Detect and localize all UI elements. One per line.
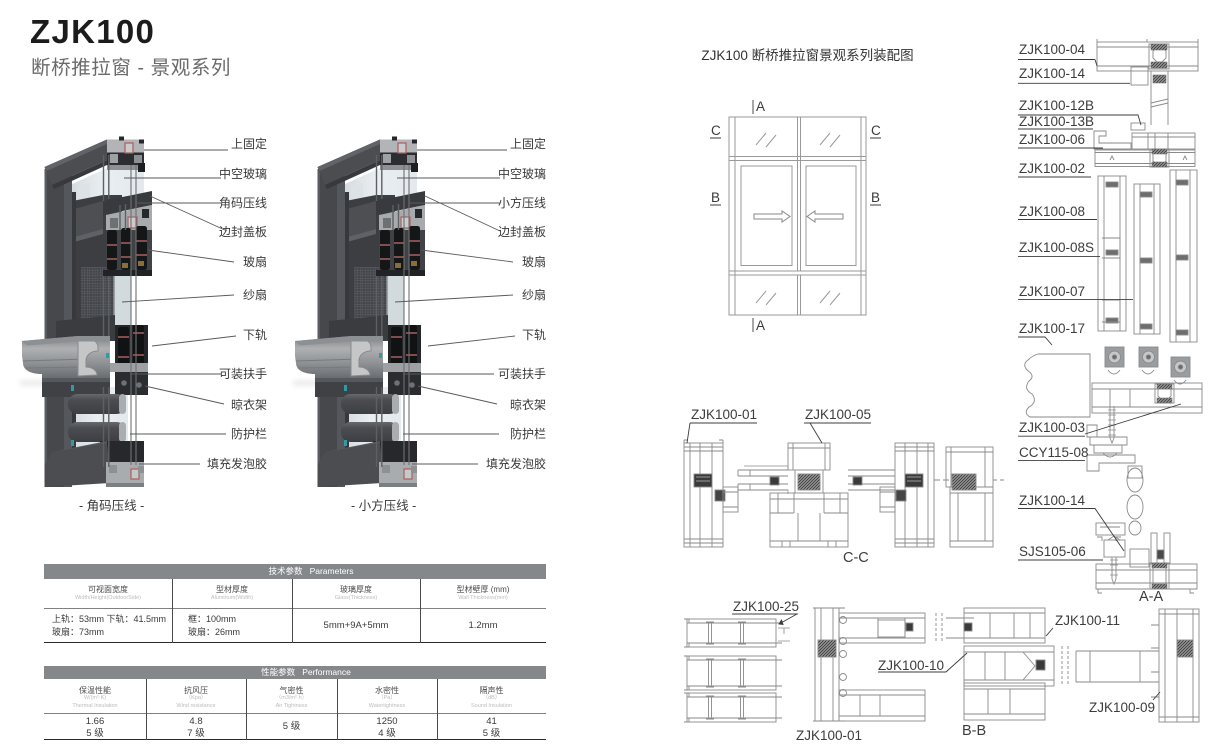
svg-text:ZJK100-08S: ZJK100-08S [1019, 240, 1094, 255]
svg-text:C: C [711, 123, 721, 138]
svg-text:ZJK100-17: ZJK100-17 [1019, 321, 1085, 336]
svg-text:ZJK100-01: ZJK100-01 [796, 728, 862, 743]
svg-text:CCY115-08: CCY115-08 [1019, 445, 1089, 460]
svg-text:ZJK100-07: ZJK100-07 [1019, 284, 1085, 299]
svg-text:B: B [711, 190, 720, 205]
svg-text:ZJK100-02: ZJK100-02 [1019, 161, 1085, 176]
svg-text:ZJK100-03: ZJK100-03 [1019, 420, 1085, 435]
svg-text:ZJK100-09: ZJK100-09 [1089, 700, 1155, 715]
svg-text:ZJK100-06: ZJK100-06 [1019, 132, 1085, 147]
svg-text:ZJK100-08: ZJK100-08 [1019, 204, 1085, 219]
svg-text:SJS105-06: SJS105-06 [1019, 544, 1086, 559]
svg-text:ZJK100-01: ZJK100-01 [691, 407, 757, 422]
svg-text:A: A [756, 318, 765, 333]
svg-text:ZJK100-13B: ZJK100-13B [1019, 114, 1094, 129]
svg-text:A-A: A-A [1139, 589, 1164, 605]
svg-text:ZJK100-05: ZJK100-05 [805, 407, 871, 422]
svg-text:ZJK100-11: ZJK100-11 [1055, 613, 1120, 628]
svg-text:ZJK100-14: ZJK100-14 [1019, 493, 1086, 508]
svg-text:ZJK100-12B: ZJK100-12B [1019, 98, 1094, 113]
svg-text:ZJK100-04: ZJK100-04 [1019, 42, 1086, 57]
svg-text:A: A [756, 99, 765, 114]
svg-text:ZJK100-10: ZJK100-10 [878, 658, 944, 673]
svg-text:B-B: B-B [962, 723, 986, 739]
svg-text:B: B [871, 190, 880, 205]
svg-text:C: C [871, 123, 881, 138]
svg-text:C-C: C-C [843, 550, 869, 566]
svg-text:ZJK100-14: ZJK100-14 [1019, 66, 1086, 81]
svg-text:ZJK100-25: ZJK100-25 [733, 599, 799, 614]
